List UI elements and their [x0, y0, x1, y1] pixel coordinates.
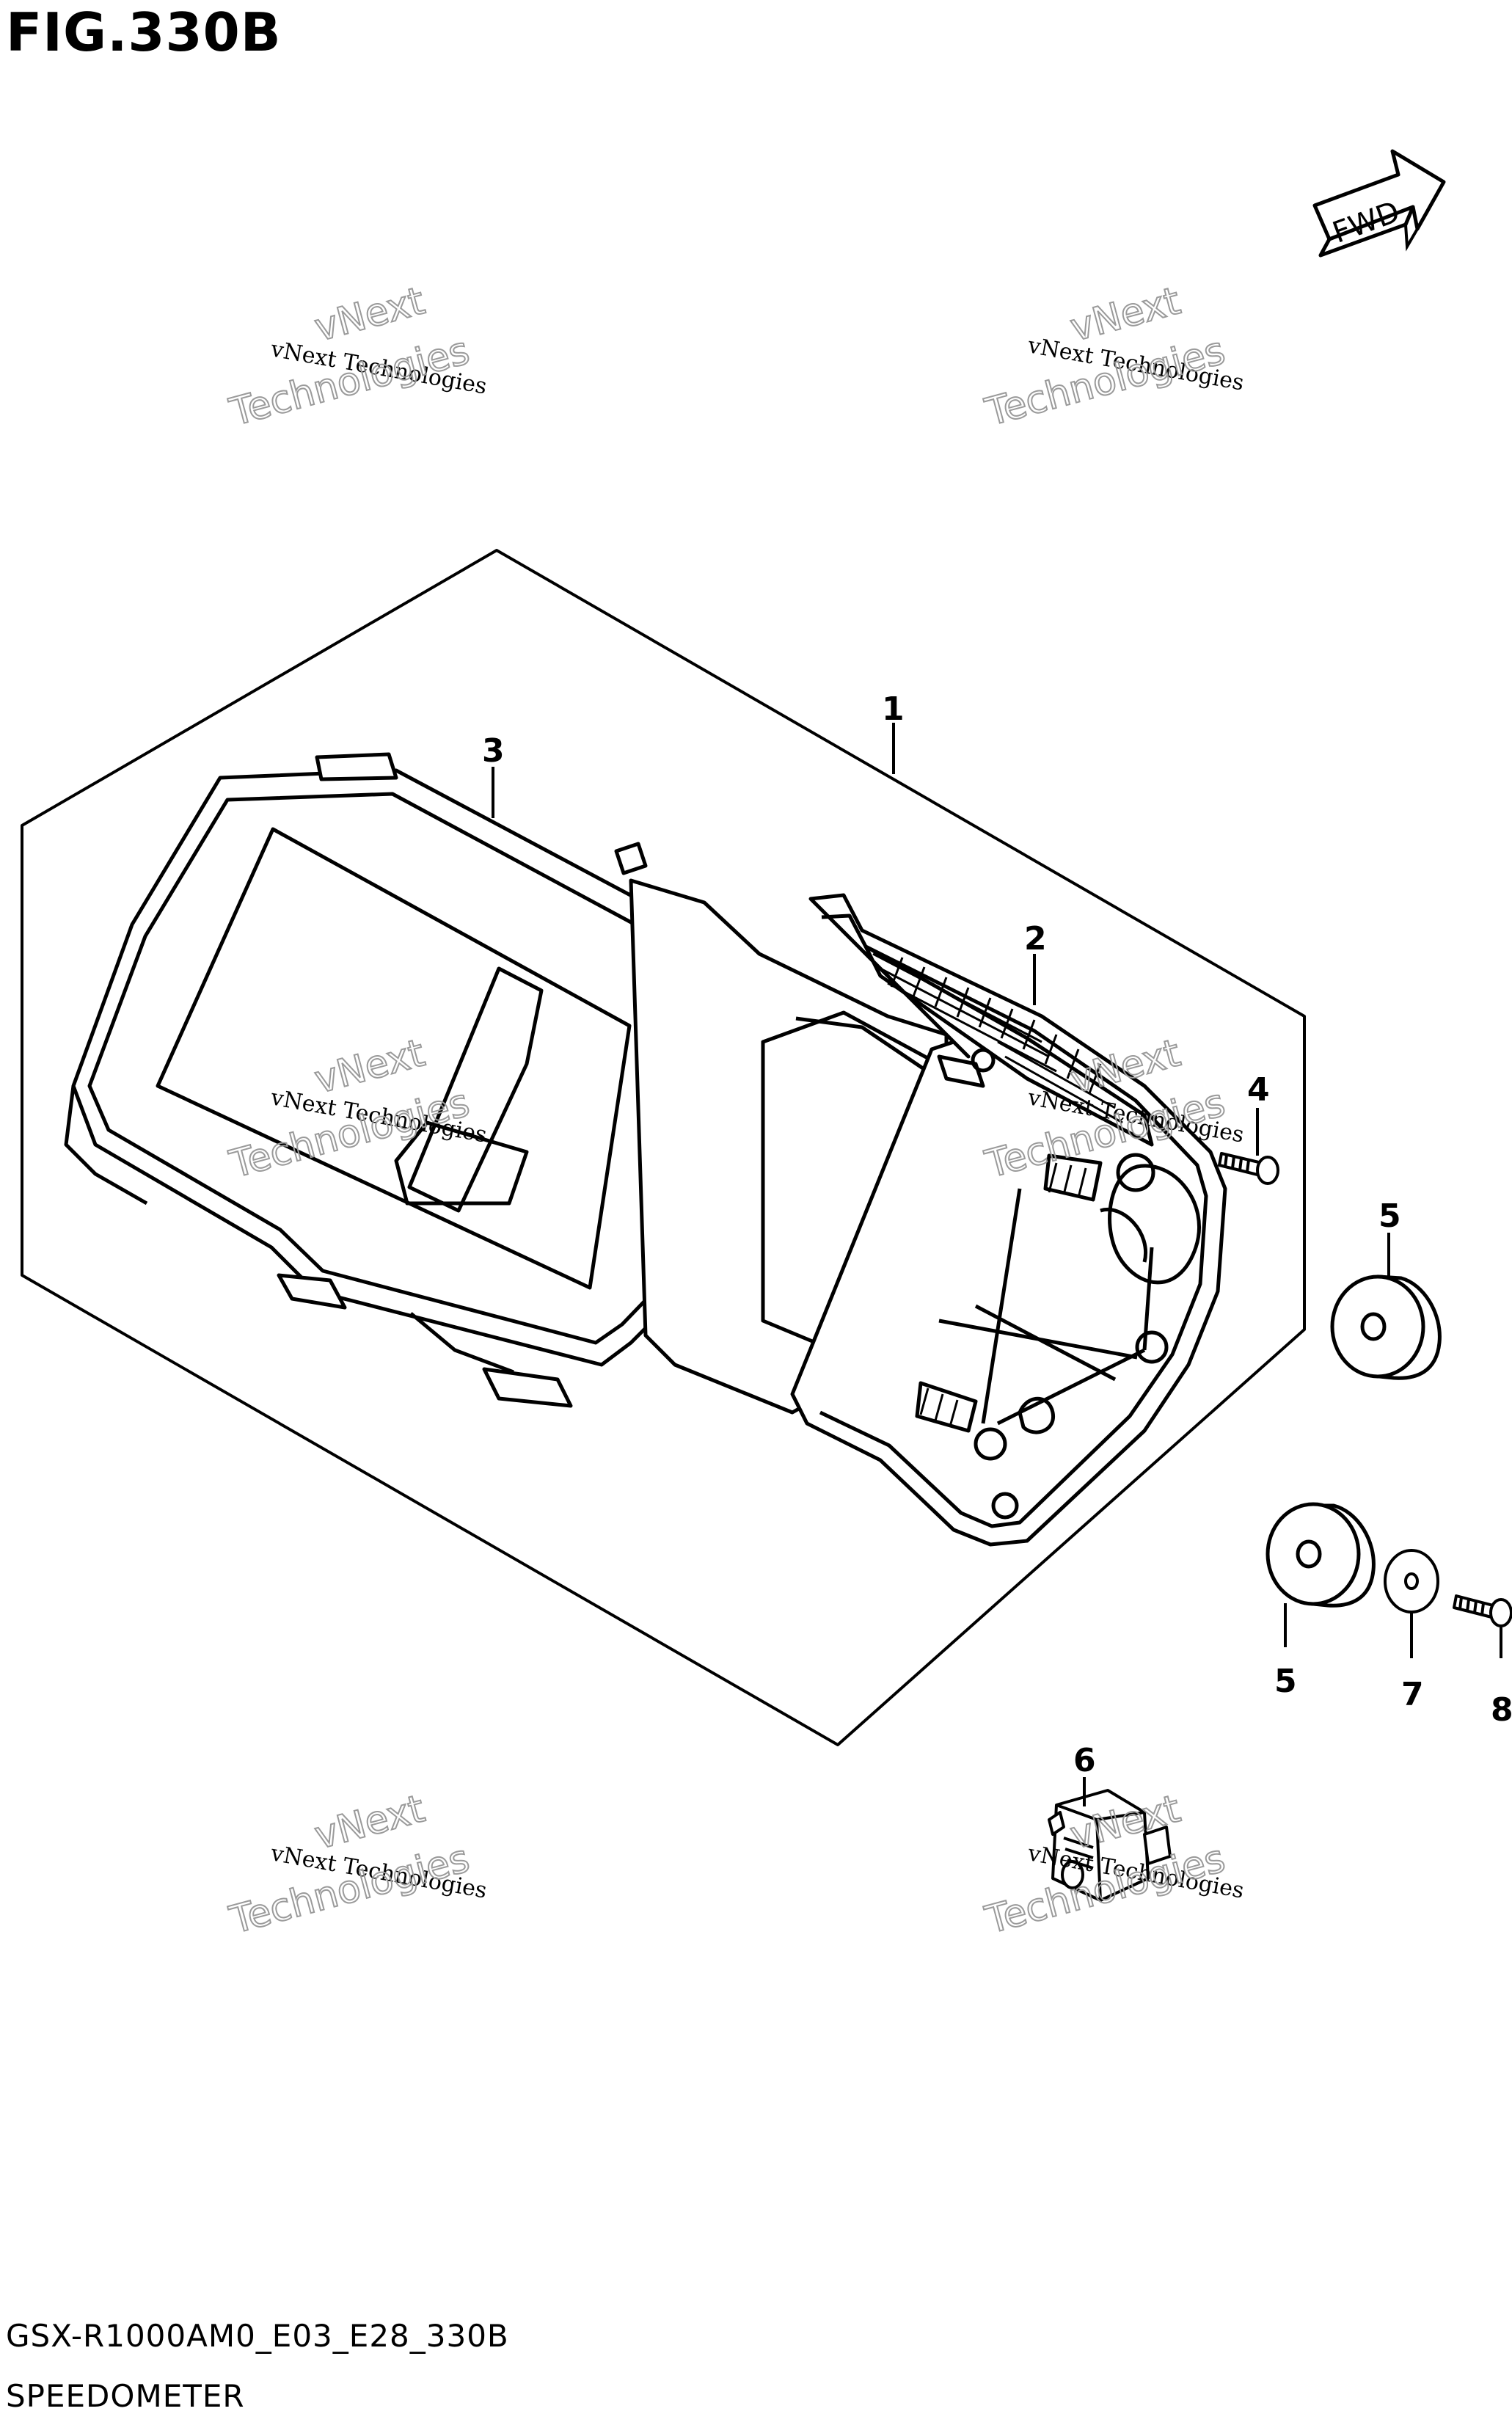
case-grille	[872, 952, 1123, 1427]
grommet-part-5-lower	[1266, 1502, 1376, 1608]
callout-7: 7	[1401, 1676, 1424, 1713]
callout-6: 6	[1073, 1742, 1096, 1779]
callout-5-lower: 5	[1274, 1663, 1297, 1700]
callout-1: 1	[882, 690, 905, 728]
callout-2: 2	[1024, 920, 1047, 958]
assembly-boundary	[21, 549, 1306, 1746]
coupler-part-6	[1048, 1789, 1172, 1902]
watermark-top-left: vNext Technologies vNext Technologies	[224, 278, 489, 436]
callout-8: 8	[1491, 1691, 1512, 1729]
meter-cover-part-3	[64, 752, 765, 1408]
callout-5-upper: 5	[1378, 1197, 1401, 1235]
svg-text:vNext: vNext	[310, 279, 429, 350]
figure-caption: SPEEDOMETER	[6, 2378, 245, 2414]
callout-numbers: 1 2 3 4 5 5 6 7 8	[482, 690, 1512, 1779]
callout-4: 4	[1247, 1071, 1270, 1109]
screw-part-8	[1453, 1594, 1512, 1627]
leader-lines	[492, 723, 1502, 1806]
washer-part-7	[1384, 1549, 1439, 1613]
svg-text:vNext: vNext	[310, 1787, 429, 1858]
figure-title: FIG.330B	[6, 1, 282, 63]
svg-text:vNext: vNext	[1066, 279, 1185, 350]
callout-3: 3	[482, 732, 505, 770]
grommet-part-5-upper	[1330, 1274, 1442, 1380]
model-code: GSX-R1000AM0_E03_E28_330B	[6, 2318, 509, 2354]
watermark-top-right: vNext Technologies vNext Technologies	[980, 278, 1246, 436]
fwd-arrow-icon: FWD	[1312, 149, 1446, 258]
watermark-bottom-left: vNext Technologies vNext Technologies	[224, 1786, 489, 1944]
screw-part-4	[1218, 1152, 1279, 1185]
watermark-bottom-right: vNext Technologies vNext Technologies	[980, 1786, 1246, 1944]
